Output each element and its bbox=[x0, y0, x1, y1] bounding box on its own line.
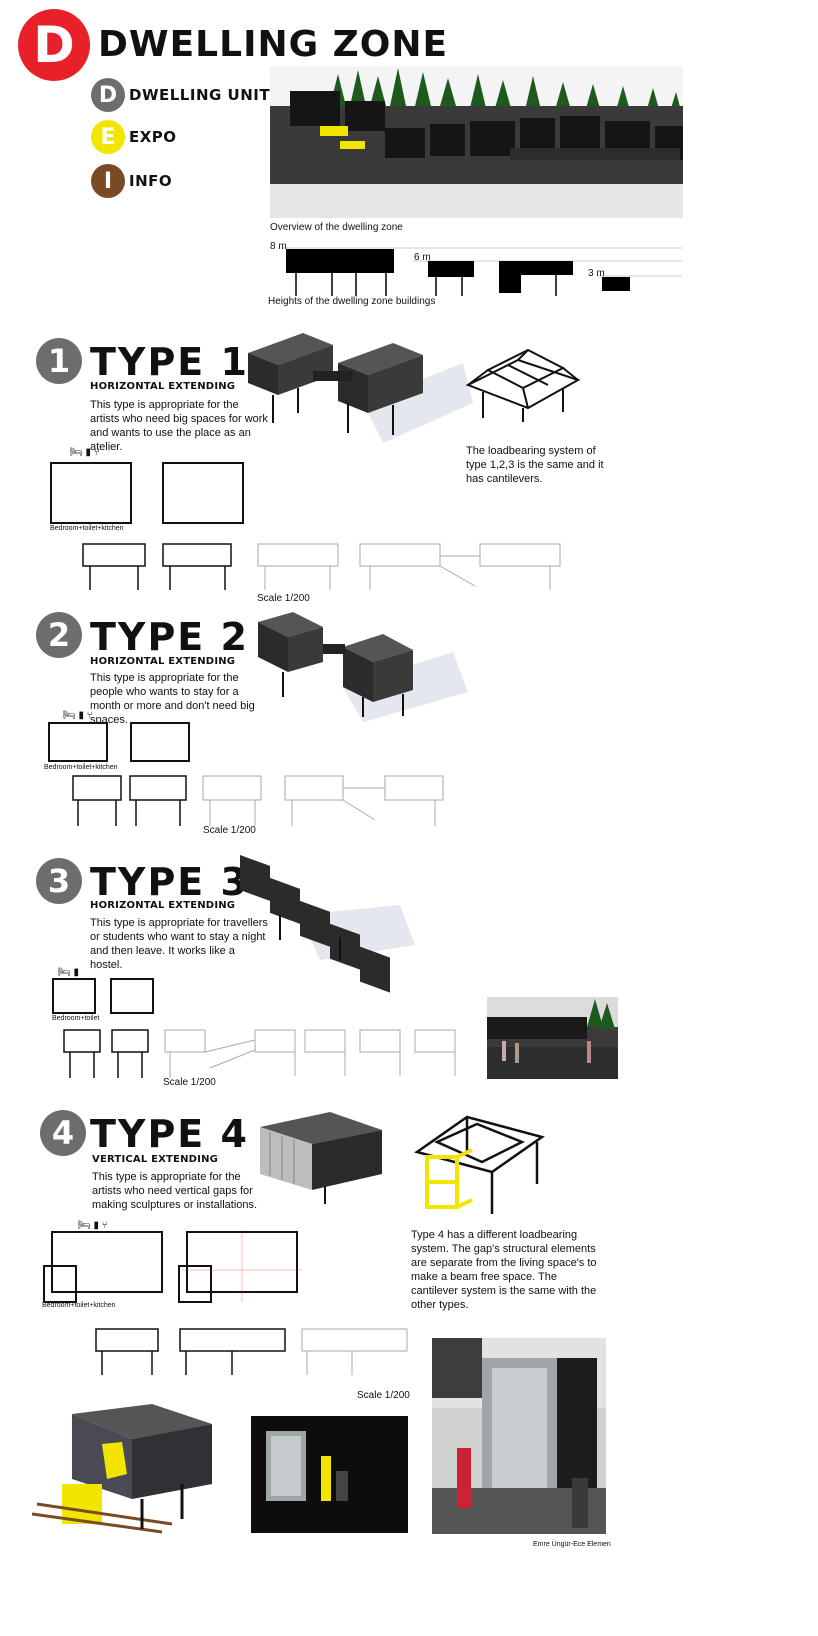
heights-caption: Heights of the dwelling zone buildings bbox=[268, 296, 436, 307]
type4-interior-drawing bbox=[266, 1431, 348, 1501]
type4-street-drawing bbox=[432, 1338, 606, 1534]
type4-exterior-drawing bbox=[32, 1404, 212, 1534]
type1-render bbox=[248, 333, 473, 443]
type2-plan-ground bbox=[48, 722, 108, 762]
type1-number-badge: 1 bbox=[36, 338, 82, 384]
type1-plan-label: Bedroom+toilet+kitchen bbox=[50, 525, 124, 532]
type3-photo-drawing bbox=[487, 997, 618, 1079]
type2-plan-label: Bedroom+toilet+kitchen bbox=[44, 764, 118, 771]
type1-subtitle: HORIZONTAL EXTENDING bbox=[90, 381, 236, 392]
legend-expo-icon: E bbox=[91, 120, 125, 154]
dwelling-logo-circle: D bbox=[18, 9, 90, 81]
overview-drawing bbox=[270, 66, 683, 218]
type2-subtitle: HORIZONTAL EXTENDING bbox=[90, 656, 236, 667]
type2-plan-upper bbox=[130, 722, 190, 762]
type4-number-badge: 4 bbox=[40, 1110, 86, 1156]
type2-amenity-icons: 🛏 ▮ ⑂ bbox=[63, 710, 93, 721]
height-label-3m: 3 m bbox=[588, 268, 605, 279]
type4-subtitle: VERTICAL EXTENDING bbox=[92, 1154, 219, 1165]
type4-sections bbox=[95, 1328, 408, 1375]
type1-title: TYPE 1 bbox=[90, 340, 249, 384]
type4-description: This type is appropriate for the artists… bbox=[92, 1171, 258, 1211]
height-label-8m: 8 m bbox=[270, 241, 287, 252]
type3-title: TYPE 3 bbox=[90, 860, 249, 904]
type3-plan-ground bbox=[52, 978, 96, 1014]
type2-title: TYPE 2 bbox=[90, 615, 249, 659]
legend-expo-label: EXPO bbox=[129, 128, 177, 146]
type4-render-exterior bbox=[32, 1404, 222, 1534]
type1-scale: Scale 1/200 bbox=[257, 593, 310, 604]
type2-description: This type is appropriate for the people … bbox=[90, 672, 255, 726]
type2-render bbox=[258, 612, 468, 722]
type3-amenity-icons: 🛏 ▮ bbox=[58, 967, 79, 978]
type3-plan-label: Bedroom+toilet bbox=[52, 1015, 100, 1022]
loadbearing-note: The loadbearing system of type 1,2,3 is … bbox=[466, 445, 604, 485]
heights-diagram bbox=[282, 247, 682, 296]
type2-scale: Scale 1/200 bbox=[203, 825, 256, 836]
credit: Emre Üngür-Ece Elemen bbox=[533, 1541, 611, 1548]
legend-info-label: INFO bbox=[129, 172, 173, 190]
type3-sections bbox=[63, 1029, 456, 1078]
page-title: DWELLING ZONE bbox=[98, 24, 449, 65]
overview-render bbox=[270, 66, 683, 218]
type4-scale: Scale 1/200 bbox=[357, 1390, 410, 1401]
type3-description: This type is appropriate for travellers … bbox=[90, 917, 268, 971]
type4-loadbearing-note: Type 4 has a different loadbearing syste… bbox=[411, 1229, 597, 1311]
legend-dwelling-label: DWELLING UNITS bbox=[129, 86, 282, 104]
type3-scale: Scale 1/200 bbox=[163, 1077, 216, 1088]
type2-sections bbox=[72, 775, 444, 826]
type3-number-badge: 3 bbox=[36, 858, 82, 904]
type4-plan-label: Bedroom+toilet+kitchen bbox=[42, 1302, 116, 1309]
type3-perspective-photo bbox=[487, 997, 618, 1079]
type2-number-badge: 2 bbox=[36, 612, 82, 658]
type3-subtitle: HORIZONTAL EXTENDING bbox=[90, 900, 236, 911]
type4-render-interior bbox=[251, 1416, 408, 1533]
type4-street-photo bbox=[432, 1338, 606, 1534]
loadbearing-frame-diagram bbox=[465, 348, 581, 422]
type1-amenity-icons: 🛏 ▮ ⑂ bbox=[70, 447, 100, 458]
type3-plan-upper bbox=[110, 978, 154, 1014]
type1-plan-upper bbox=[162, 462, 244, 524]
type1-description: This type is appropriate for the artists… bbox=[90, 399, 268, 453]
type4-render bbox=[260, 1112, 382, 1204]
type4-title: TYPE 4 bbox=[90, 1112, 249, 1156]
overview-caption: Overview of the dwelling zone bbox=[270, 222, 403, 233]
type4-plans bbox=[43, 1230, 302, 1303]
type4-frame-diagram bbox=[414, 1115, 545, 1214]
logo-letter: D bbox=[33, 16, 75, 74]
type1-sections bbox=[82, 543, 561, 590]
height-label-6m: 6 m bbox=[414, 252, 431, 263]
type4-amenity-icons: 🛏 ▮ ⑂ bbox=[78, 1220, 108, 1231]
type1-plan-ground bbox=[50, 462, 132, 524]
legend-info-icon: I bbox=[91, 164, 125, 198]
legend-dwelling-icon: D bbox=[91, 78, 125, 112]
type3-render bbox=[240, 855, 415, 993]
